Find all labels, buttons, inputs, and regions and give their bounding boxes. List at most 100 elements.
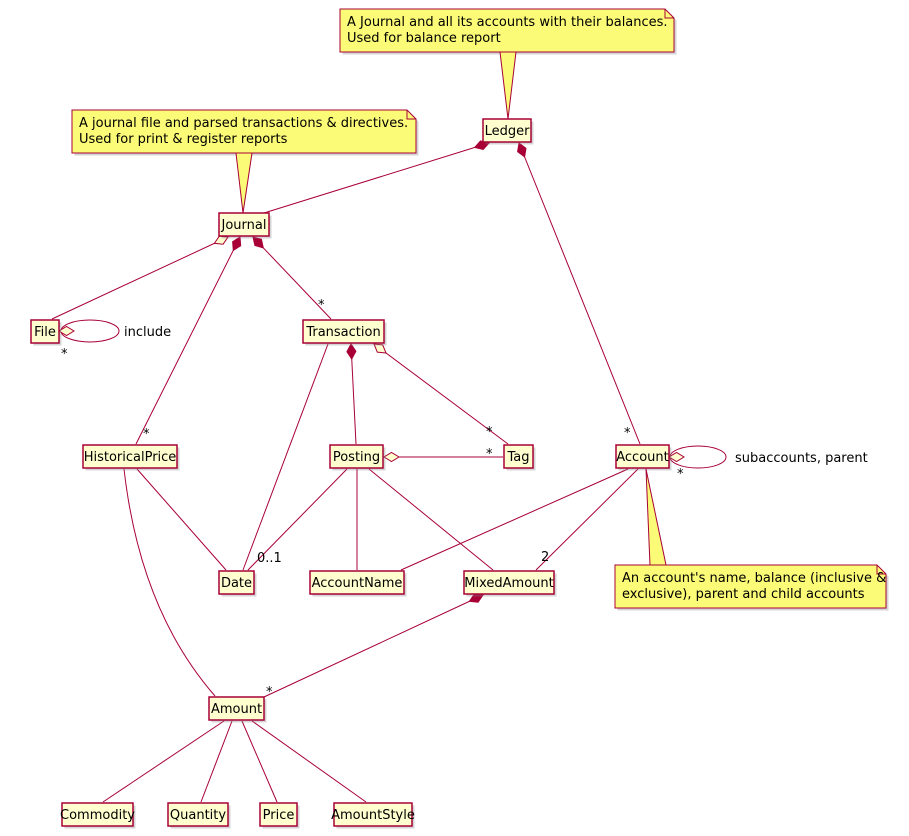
class-label-tag: Tag (506, 450, 529, 465)
edge-amount-amountstyle (251, 720, 367, 803)
class-label-transaction: Transaction (305, 325, 380, 340)
edge-line-journal-historicalprice (135, 236, 241, 445)
edge-journal-transaction: * (252, 236, 332, 320)
edge-line-historicalprice-amount (123, 468, 216, 697)
account-subaccounts-open-diamond (668, 451, 685, 463)
class-box-amount (208, 696, 265, 721)
class-label-commodity: Commodity (60, 808, 135, 823)
note-ledger: A Journal and all its accounts with thei… (339, 8, 677, 120)
self-loop-file-include: include * (58, 319, 171, 362)
class-quantity: Quantity (167, 802, 231, 829)
multiplicity-label-account-mixedamount: 2 (541, 550, 549, 565)
edge-line-journal-file (51, 236, 229, 320)
class-label-amountstyle: AmountStyle (331, 808, 415, 823)
multiplicity-label-journal-historicalprice: * (143, 427, 150, 442)
edge-line-mixedamount-amount (263, 594, 484, 698)
class-journal: Journal (218, 212, 272, 239)
class-label-amount: Amount (211, 702, 262, 717)
class-box-amountstyle (333, 802, 413, 827)
loop-label-account-subaccounts: subaccounts, parent (735, 451, 868, 466)
class-box-date (218, 570, 255, 595)
class-posting: Posting (329, 444, 386, 471)
class-ledger: Ledger (482, 118, 534, 145)
multiplicity-label-ledger-account: * (624, 426, 631, 441)
note-journal-fold-icon (406, 110, 416, 120)
edge-line-amount-commodity (102, 720, 225, 803)
edge-line-amount-price (241, 720, 278, 803)
note-ledger-pointer (499, 51, 517, 120)
class-box-commodity (61, 802, 134, 827)
note-journal-text-line-0: A journal file and parsed transactions &… (79, 116, 408, 131)
class-label-accountname: AccountName (312, 576, 403, 591)
loop-multiplicity-file-include: * (61, 347, 68, 362)
edge-line-amount-amountstyle (251, 720, 367, 803)
note-account-pointer (645, 468, 667, 566)
class-file: File (30, 319, 62, 346)
note-account: An account's name, balance (inclusive &e… (614, 468, 889, 611)
class-box-account (615, 444, 670, 469)
note-layer: A Journal and all its accounts with thei… (71, 8, 889, 611)
edge-line-transaction-tag (373, 343, 509, 445)
class-box-ledger (482, 118, 532, 143)
class-label-historicalprice: HistoricalPrice (84, 450, 177, 465)
class-transaction: Transaction (302, 319, 387, 346)
multiplicity-label-journal-transaction: * (318, 298, 325, 313)
note-ledger-text-line-0: A Journal and all its accounts with thei… (347, 15, 668, 30)
posting-tag-open-diamond (383, 451, 400, 463)
edge-line-ledger-account (518, 142, 641, 445)
class-label-date: Date (221, 576, 252, 591)
loop-multiplicity-account-subaccounts: * (677, 467, 684, 482)
note-ledger-body (339, 8, 675, 53)
edge-amount-commodity (102, 720, 225, 803)
class-box-mixedamount (463, 570, 555, 595)
class-mixedamount: MixedAmount (463, 570, 557, 597)
edge-ledger-account: * (517, 142, 641, 445)
edge-posting-date: 0..1 (247, 468, 348, 571)
edge-historicalprice-date (136, 468, 227, 571)
note-journal-body (71, 109, 417, 154)
note-account-text-line-0: An account's name, balance (inclusive & (622, 571, 886, 586)
class-box-historicalprice (82, 444, 178, 469)
class-box-journal (218, 212, 270, 237)
edge-amount-quantity (200, 720, 233, 803)
edge-line-transaction-date (242, 343, 329, 571)
class-tag: Tag (503, 444, 536, 471)
class-amountstyle: AmountStyle (331, 802, 415, 829)
class-label-price: Price (263, 808, 295, 823)
note-account-body (614, 564, 887, 609)
self-loop-account-subaccounts: subaccounts, parent * (668, 445, 868, 482)
class-box-tag (503, 444, 534, 469)
edge-line-transaction-posting (350, 343, 357, 445)
class-box-price (259, 802, 298, 827)
file-include-open-diamond (58, 325, 75, 337)
edge-line-account-mixedamount (535, 468, 639, 571)
edge-journal-file (51, 235, 229, 320)
edge-line-historicalprice-date (136, 468, 227, 571)
class-box-quantity (167, 802, 229, 827)
loop-label-file-include: include (124, 325, 171, 340)
edge-line-journal-transaction (252, 236, 332, 320)
edge-line-amount-quantity (200, 720, 233, 803)
class-accountname: AccountName (309, 570, 407, 597)
edge-transaction-date (242, 343, 329, 571)
class-box-accountname (309, 570, 405, 595)
edge-line-posting-mixedamount (368, 468, 494, 571)
class-historicalprice: HistoricalPrice (82, 444, 180, 471)
multiplicity-label-posting-tag: * (486, 447, 493, 462)
transaction-tag-open-diamond (373, 343, 387, 354)
edge-mixedamount-amount: * (263, 593, 484, 700)
class-box-posting (329, 444, 384, 469)
note-account-fold-icon (876, 565, 886, 575)
class-label-journal: Journal (221, 218, 267, 233)
ledger-account-filled-diamond (517, 142, 527, 158)
edge-line-posting-date (247, 468, 348, 571)
class-label-posting: Posting (333, 450, 380, 465)
edge-line-account-accountname (400, 468, 629, 571)
note-journal-pointer (235, 152, 253, 214)
edge-line-ledger-journal (263, 142, 490, 214)
edge-account-mixedamount: 2 (535, 468, 639, 571)
class-date: Date (218, 570, 257, 597)
class-account: Account (615, 444, 672, 471)
